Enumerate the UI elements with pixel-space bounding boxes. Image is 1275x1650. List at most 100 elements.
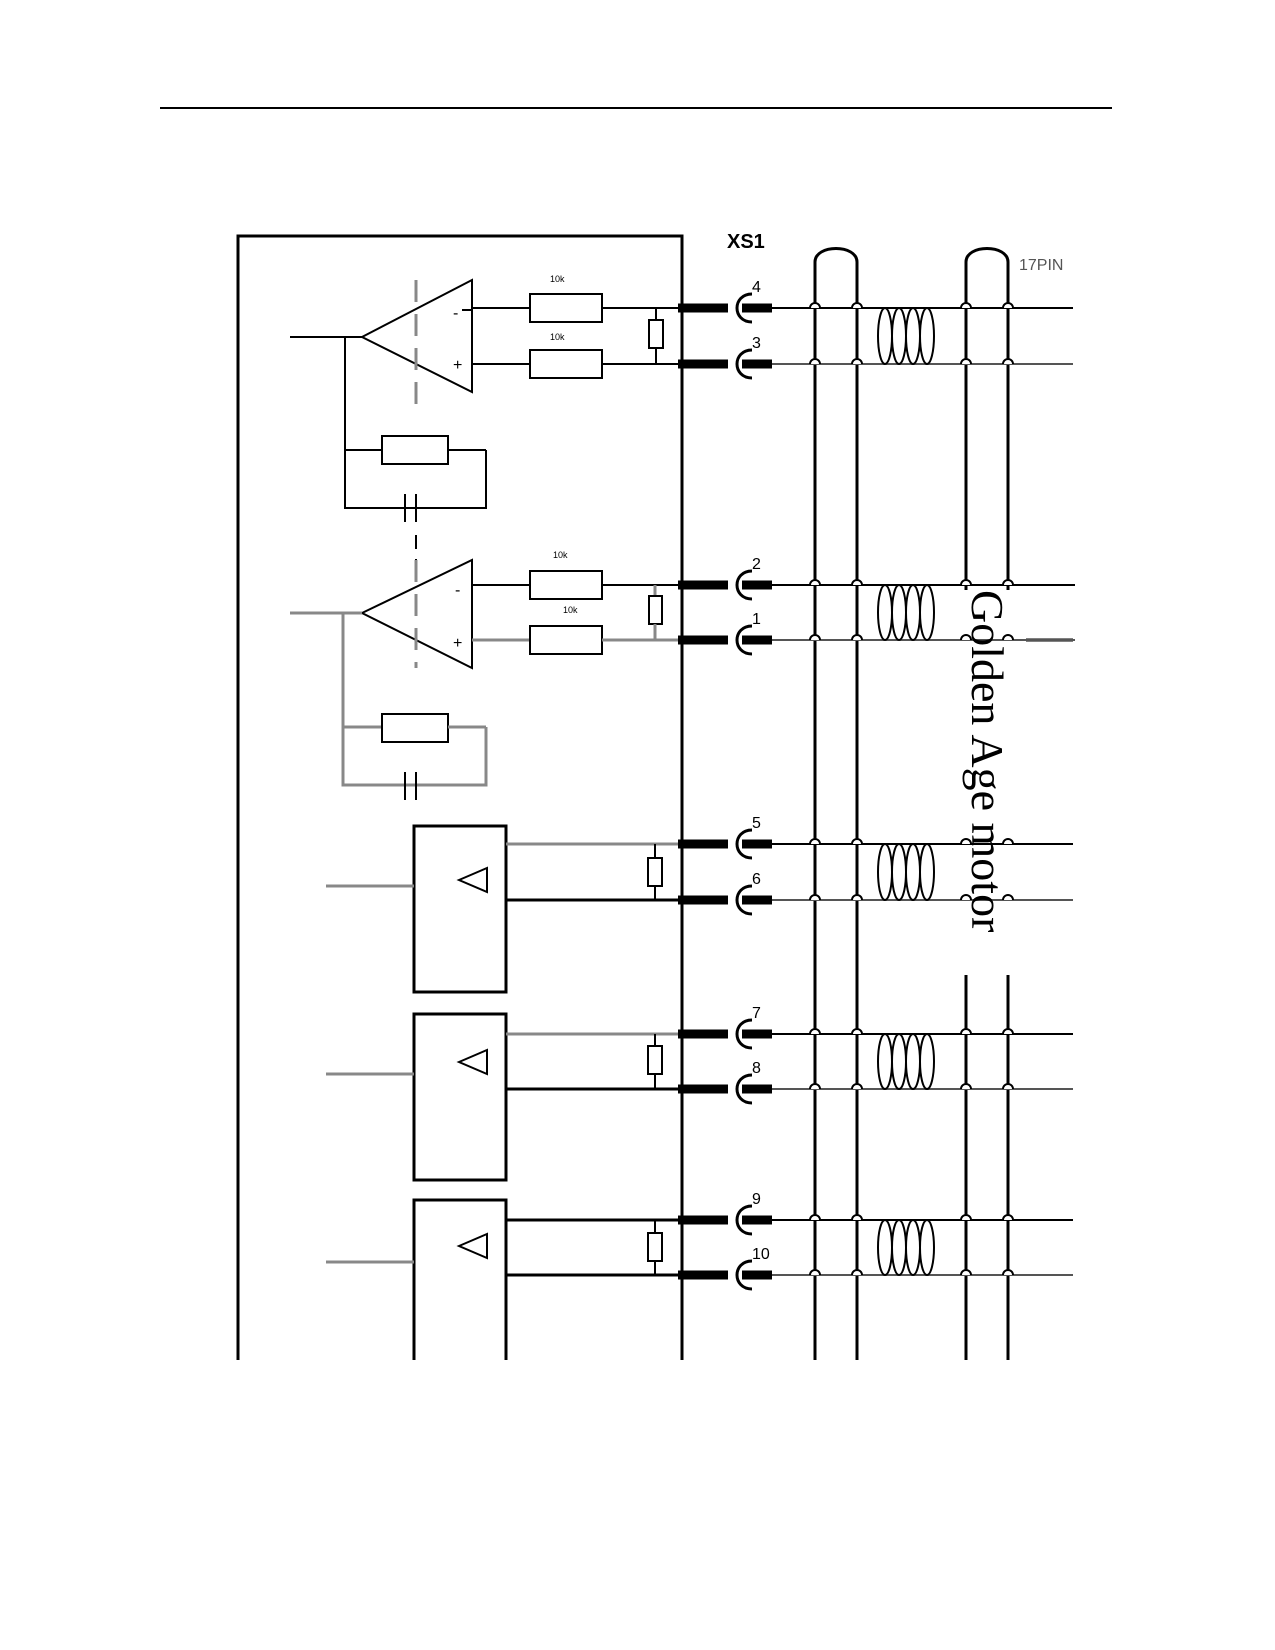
- input-resistor-2: [529, 349, 603, 379]
- twisted-pair-loop: [877, 584, 893, 641]
- feedback-resistor: [381, 435, 449, 465]
- pin-receptacle: [735, 1018, 753, 1050]
- connector-label: XS1: [727, 231, 765, 253]
- pin-number: 10: [752, 1246, 770, 1263]
- resistor-label-2: 10k: [550, 332, 565, 342]
- pin-receptacle: [735, 348, 753, 380]
- wire-hop: [851, 1214, 863, 1221]
- opamp-minus: -: [453, 305, 458, 322]
- svg-text:+: +: [453, 635, 462, 652]
- wire-hop: [809, 634, 821, 641]
- wire-hop: [851, 1028, 863, 1035]
- wire-hop: [809, 358, 821, 365]
- pin-number: 7: [752, 1005, 761, 1022]
- twisted-pair-loop: [905, 307, 921, 365]
- wire-hop: [851, 302, 863, 309]
- twisted-pair-loop: [891, 1033, 907, 1090]
- opamp-2: - + 10k 10k: [290, 550, 682, 800]
- twisted-pair-loop: [891, 307, 907, 365]
- wire-hop: [809, 302, 821, 309]
- wire-hop: [1002, 579, 1014, 586]
- twisted-pair-loop: [877, 843, 893, 901]
- svg-text:-: -: [455, 582, 460, 599]
- driver-2: [326, 1012, 682, 1182]
- cable-pairs: [772, 302, 1075, 1276]
- board-outline: [236, 234, 684, 1360]
- motor-label: Golden Age motor: [962, 590, 1013, 932]
- pin-receptacle: [735, 1259, 753, 1291]
- twisted-pair-loop: [919, 584, 935, 641]
- twisted-pair-loop: [919, 843, 935, 901]
- wire-hop: [960, 1214, 972, 1221]
- wire-hop: [1002, 838, 1014, 845]
- twisted-pair-loop: [905, 1219, 921, 1276]
- driver-triangle-3: [456, 1232, 488, 1260]
- wire-hop: [1002, 1028, 1014, 1035]
- twisted-pair-loop: [877, 1033, 893, 1090]
- shield-loop-2: [964, 247, 1010, 263]
- twisted-pair-loop: [919, 307, 935, 365]
- wire-hop: [851, 634, 863, 641]
- resistor-label-4: 10k: [563, 605, 578, 615]
- wire-hop: [960, 894, 972, 901]
- twisted-pair-loop: [919, 1033, 935, 1090]
- wire-hop: [1002, 1269, 1014, 1276]
- driver-box-2: [412, 1012, 508, 1182]
- pin-number: 9: [752, 1191, 761, 1208]
- twisted-pair-loop: [905, 584, 921, 641]
- wire-hop: [851, 894, 863, 901]
- opamp-1: - + 10k 10k: [290, 274, 682, 560]
- pin-receptacle: [735, 828, 753, 860]
- wire-hop: [960, 1028, 972, 1035]
- twisted-pair-loop: [877, 307, 893, 365]
- driver-triangle-2: [456, 1048, 488, 1076]
- wire-hop: [851, 1269, 863, 1276]
- twisted-pair-loop: [891, 1219, 907, 1276]
- pin-receptacle: [735, 569, 753, 601]
- termination-resistor-1: [648, 319, 664, 349]
- pin-number: 5: [752, 815, 761, 832]
- driver-1: [326, 824, 682, 994]
- wire-hop: [809, 894, 821, 901]
- twisted-pair-loop: [919, 1219, 935, 1276]
- termination-resistor-4: [647, 1045, 663, 1075]
- twisted-pair-loop: [891, 584, 907, 641]
- wire-hop: [1002, 1214, 1014, 1221]
- pin-receptacle: [735, 624, 753, 656]
- twisted-pair-loop: [891, 843, 907, 901]
- wire-hop: [851, 838, 863, 845]
- resistor-label-1: 10k: [550, 274, 565, 284]
- twisted-pair-loop: [877, 1219, 893, 1276]
- pin-number: 4: [752, 279, 761, 296]
- resistor-label-3: 10k: [553, 550, 568, 560]
- driver-3: [326, 1198, 682, 1360]
- wire-hop: [809, 579, 821, 586]
- termination-resistor-2: [648, 595, 663, 625]
- wire-hop: [960, 302, 972, 309]
- wire-hop: [851, 358, 863, 365]
- termination-resistor-3: [647, 857, 663, 887]
- wire-hop: [960, 579, 972, 586]
- pin-count-label: 17PIN: [1019, 257, 1063, 274]
- wire-hop: [1002, 358, 1014, 365]
- wire-hop: [960, 1083, 972, 1090]
- pin-receptacle: [735, 884, 753, 916]
- twisted-pair-loop: [905, 1033, 921, 1090]
- shield-loop-1: [813, 247, 859, 263]
- wire-hop: [960, 358, 972, 365]
- wire-hop: [1002, 634, 1014, 641]
- driver-box-3: [412, 1198, 508, 1360]
- wire-hop: [1002, 302, 1014, 309]
- pin-number: 3: [752, 335, 761, 352]
- wire-hop: [809, 1269, 821, 1276]
- feedback-resistor-2: [381, 713, 449, 743]
- wire-hop: [960, 838, 972, 845]
- wire-hop: [851, 1083, 863, 1090]
- wire-hop: [809, 838, 821, 845]
- pin-number: 1: [752, 611, 761, 628]
- pin-number: 8: [752, 1060, 761, 1077]
- wire-hop: [1002, 894, 1014, 901]
